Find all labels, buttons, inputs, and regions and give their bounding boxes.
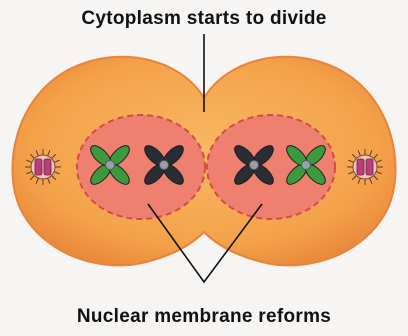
top-label: Cytoplasm starts to divide [0, 8, 408, 30]
centromere [160, 161, 169, 170]
centromere [302, 161, 311, 170]
nucleus-left [77, 115, 205, 219]
centriole-right-icon [347, 149, 383, 185]
centromere [106, 161, 115, 170]
bottom-label: Nuclear membrane reforms [0, 306, 408, 328]
centriole-left-icon [25, 149, 61, 185]
centromere [250, 161, 259, 170]
